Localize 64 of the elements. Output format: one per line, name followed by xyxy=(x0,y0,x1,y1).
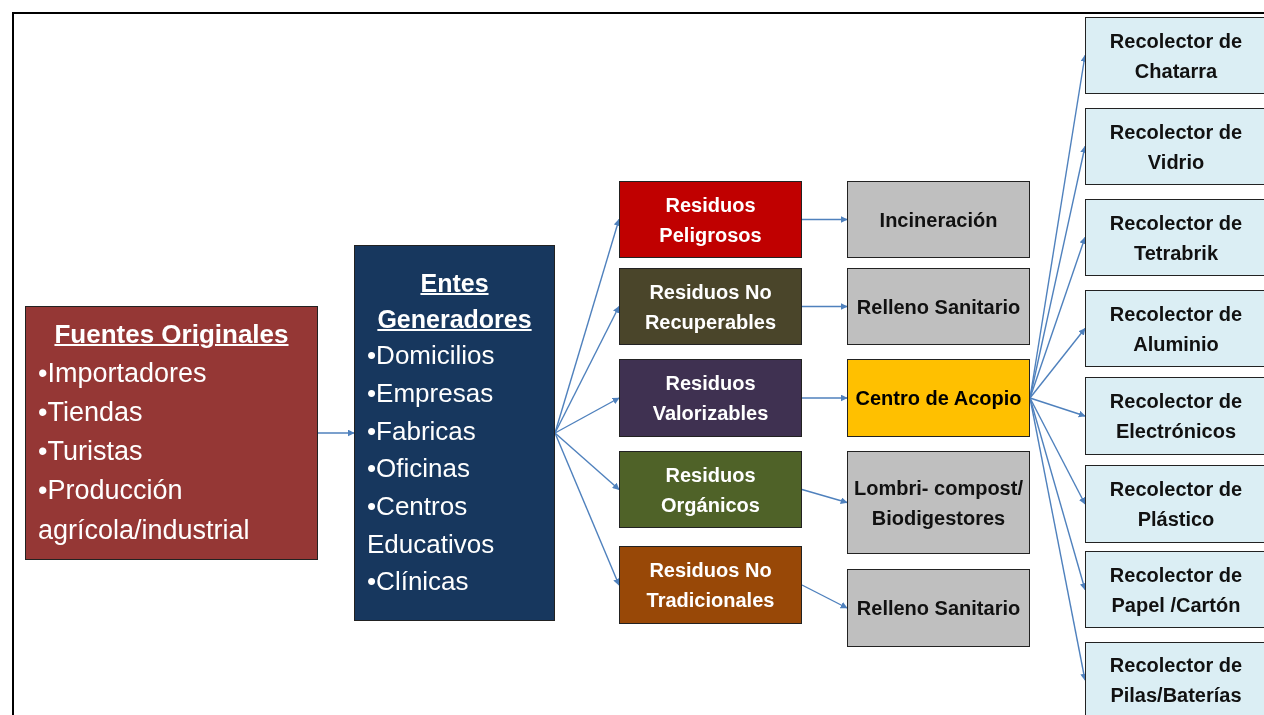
process-box xyxy=(1085,17,1264,94)
process-box xyxy=(619,268,802,345)
box-label: Recolector de Vidrio xyxy=(1108,119,1244,175)
process-box xyxy=(847,451,1030,554)
list-item: •Producción agrícola/industrial xyxy=(38,474,251,547)
process-box xyxy=(1085,377,1264,455)
process-box xyxy=(847,181,1030,258)
arrow xyxy=(801,216,848,223)
arrow xyxy=(554,305,620,434)
list-item: •Oficinas xyxy=(367,452,472,486)
arrow xyxy=(554,397,620,434)
list-item: •Domicilios xyxy=(367,339,496,373)
arrow xyxy=(801,584,848,609)
arrow xyxy=(554,432,620,586)
arrow xyxy=(801,303,848,310)
list-item: •Fabricas xyxy=(367,414,477,448)
box-label: Residuos Valorizables xyxy=(651,371,770,426)
arrow xyxy=(554,432,620,491)
list-item: •Importadores xyxy=(38,357,208,390)
arrow xyxy=(801,488,848,505)
arrow xyxy=(801,394,848,402)
arrow xyxy=(1029,397,1086,418)
process-box xyxy=(619,359,802,437)
box-label: Relleno Sanitario xyxy=(856,596,1021,621)
process-box xyxy=(847,268,1030,345)
box-label: Recolector de Pilas/Baterías xyxy=(1108,653,1244,708)
list-item: •Clínicas xyxy=(367,565,470,599)
box-label: Incineración xyxy=(879,207,998,233)
box-label: Residuos Peligrosos xyxy=(658,192,763,248)
list-item: •Empresas xyxy=(367,377,495,411)
process-box xyxy=(1085,465,1264,543)
process-box xyxy=(619,546,802,624)
arrow xyxy=(1029,397,1086,505)
process-box xyxy=(1085,199,1264,276)
category-box xyxy=(354,245,555,621)
box-label: Recolector de Electrónicos xyxy=(1108,389,1244,444)
process-box xyxy=(619,181,802,258)
list-item: •Centros Educativos xyxy=(367,490,496,561)
process-box xyxy=(1085,642,1264,715)
arrow xyxy=(1029,236,1087,399)
list-item: •Turistas xyxy=(38,435,144,469)
box-label: Residuos Orgánicos xyxy=(660,462,761,518)
box-label: Residuos No Recuperables xyxy=(643,279,778,335)
process-box xyxy=(1085,108,1264,185)
list-item: •Tiendas xyxy=(38,396,144,430)
box-label: Recolector de Papel /Cartón xyxy=(1108,562,1244,618)
category-box xyxy=(25,306,318,560)
process-box xyxy=(619,451,802,528)
box-label: Recolector de Plástico xyxy=(1108,477,1244,532)
arrow xyxy=(317,429,355,437)
process-box xyxy=(1085,551,1264,628)
box-label: Recolector de Chatarra xyxy=(1108,28,1244,84)
box-label: Lombri- compost/ Biodigestores xyxy=(854,475,1023,531)
box-label: Residuos No Tradicionales xyxy=(645,558,776,613)
process-box xyxy=(1085,290,1264,367)
box-label: Recolector de Tetrabrik xyxy=(1108,210,1244,266)
process-box xyxy=(847,359,1030,437)
box-heading: Fuentes Originales xyxy=(53,318,290,352)
box-label: Relleno Sanitario xyxy=(856,294,1021,320)
box-label: Centro de Acopio xyxy=(855,386,1022,411)
box-label: Recolector de Aluminio xyxy=(1108,301,1244,357)
process-box xyxy=(847,569,1030,647)
box-heading: Entes Generadores xyxy=(376,267,533,336)
arrow xyxy=(1029,327,1086,399)
